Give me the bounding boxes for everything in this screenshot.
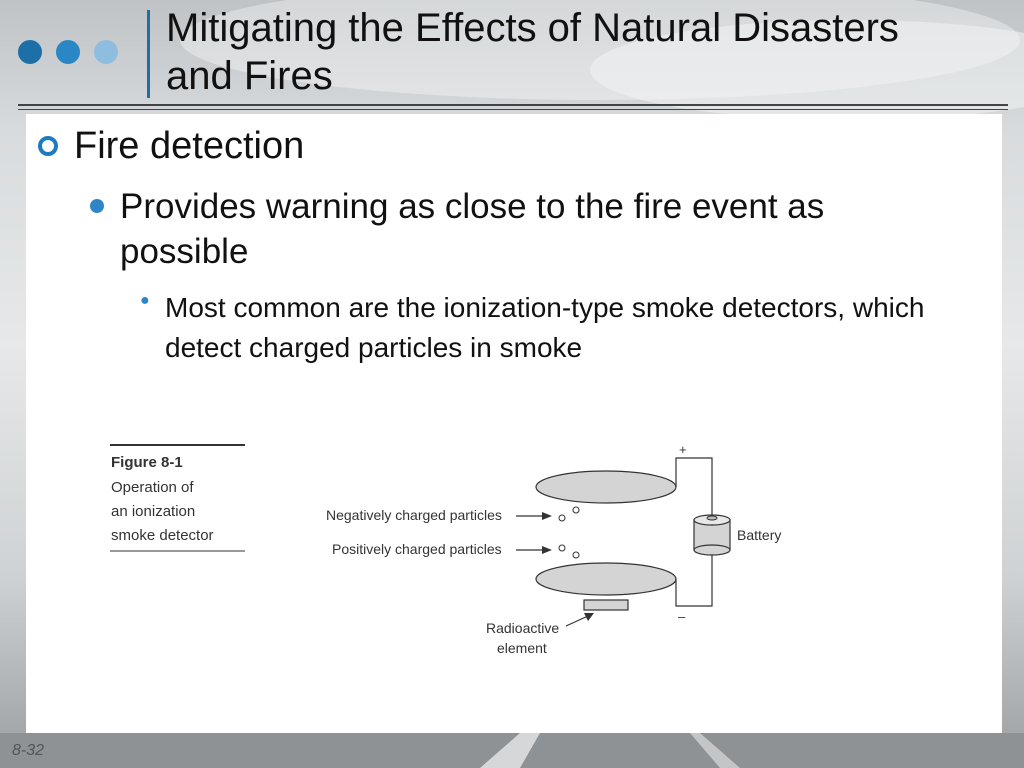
ionization-detector-figure: Figure 8-1 Operation of an ionization sm… (110, 442, 781, 656)
figure-caption-line: smoke detector (111, 527, 214, 544)
bottom-plate (535, 562, 677, 596)
decorative-dots (18, 40, 118, 64)
figure-caption-title: Figure 8-1 (111, 454, 183, 471)
bullet-text: Provides warning as close to the fire ev… (120, 187, 825, 271)
battery-label: Battery (737, 527, 781, 543)
page-number: 8-32 (12, 742, 45, 759)
bullet-text: Fire detection (74, 125, 305, 167)
radioactive-element (583, 599, 629, 611)
dot-icon (56, 40, 80, 64)
header-rule (18, 104, 1008, 106)
top-plate (535, 470, 677, 504)
radioactive-label: element (497, 640, 547, 656)
minus-sign: – (678, 609, 686, 624)
dot-bullet-icon (90, 199, 104, 213)
bullet-level-3: ● Most common are the ionization-type sm… (140, 288, 960, 368)
slide-title: Mitigating the Effects of Natural Disast… (166, 6, 899, 98)
header-rule-thin (18, 109, 1008, 110)
plus-sign: + (679, 442, 687, 457)
dot-icon (18, 40, 42, 64)
figure-caption-line: Operation of (111, 479, 194, 496)
content-panel (26, 114, 1002, 733)
bullet-level-2: Provides warning as close to the fire ev… (90, 184, 950, 274)
battery-icon (693, 514, 731, 556)
positive-particles-label: Positively charged particles (332, 541, 502, 557)
dot-icon (94, 40, 118, 64)
negative-particles-label: Negatively charged particles (326, 507, 502, 523)
ring-bullet-icon (38, 136, 58, 156)
small-dot-bullet-icon: ● (140, 292, 150, 309)
radioactive-label: Radioactive (486, 620, 559, 636)
bullet-text: Most common are the ionization-type smok… (165, 292, 925, 363)
figure-caption-line: an ionization (111, 503, 195, 520)
title-divider (147, 10, 150, 98)
bullet-level-1: Fire detection (38, 124, 304, 168)
